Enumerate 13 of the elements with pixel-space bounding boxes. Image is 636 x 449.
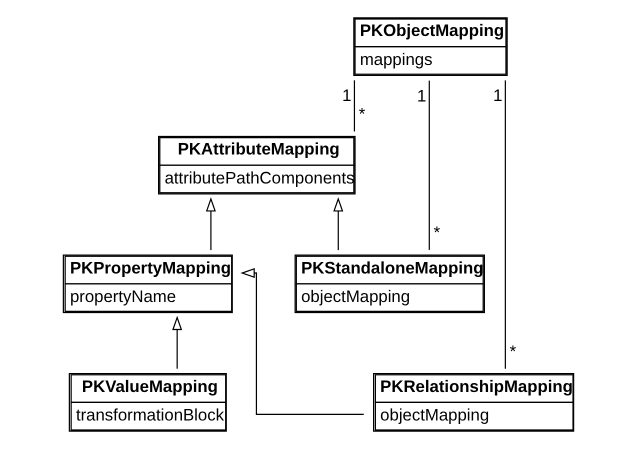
arrow — [240, 268, 364, 415]
label: * — [433, 223, 440, 242]
arrow — [172, 316, 182, 369]
connector — [428, 80, 430, 250]
arrow — [332, 197, 343, 250]
label: 1 — [492, 86, 502, 106]
label: * — [509, 342, 516, 361]
label: * — [358, 104, 365, 124]
connector — [504, 80, 506, 369]
label: 1 — [416, 86, 426, 106]
connector — [353, 80, 355, 132]
label: 1 — [342, 86, 352, 106]
arrow — [205, 197, 216, 250]
